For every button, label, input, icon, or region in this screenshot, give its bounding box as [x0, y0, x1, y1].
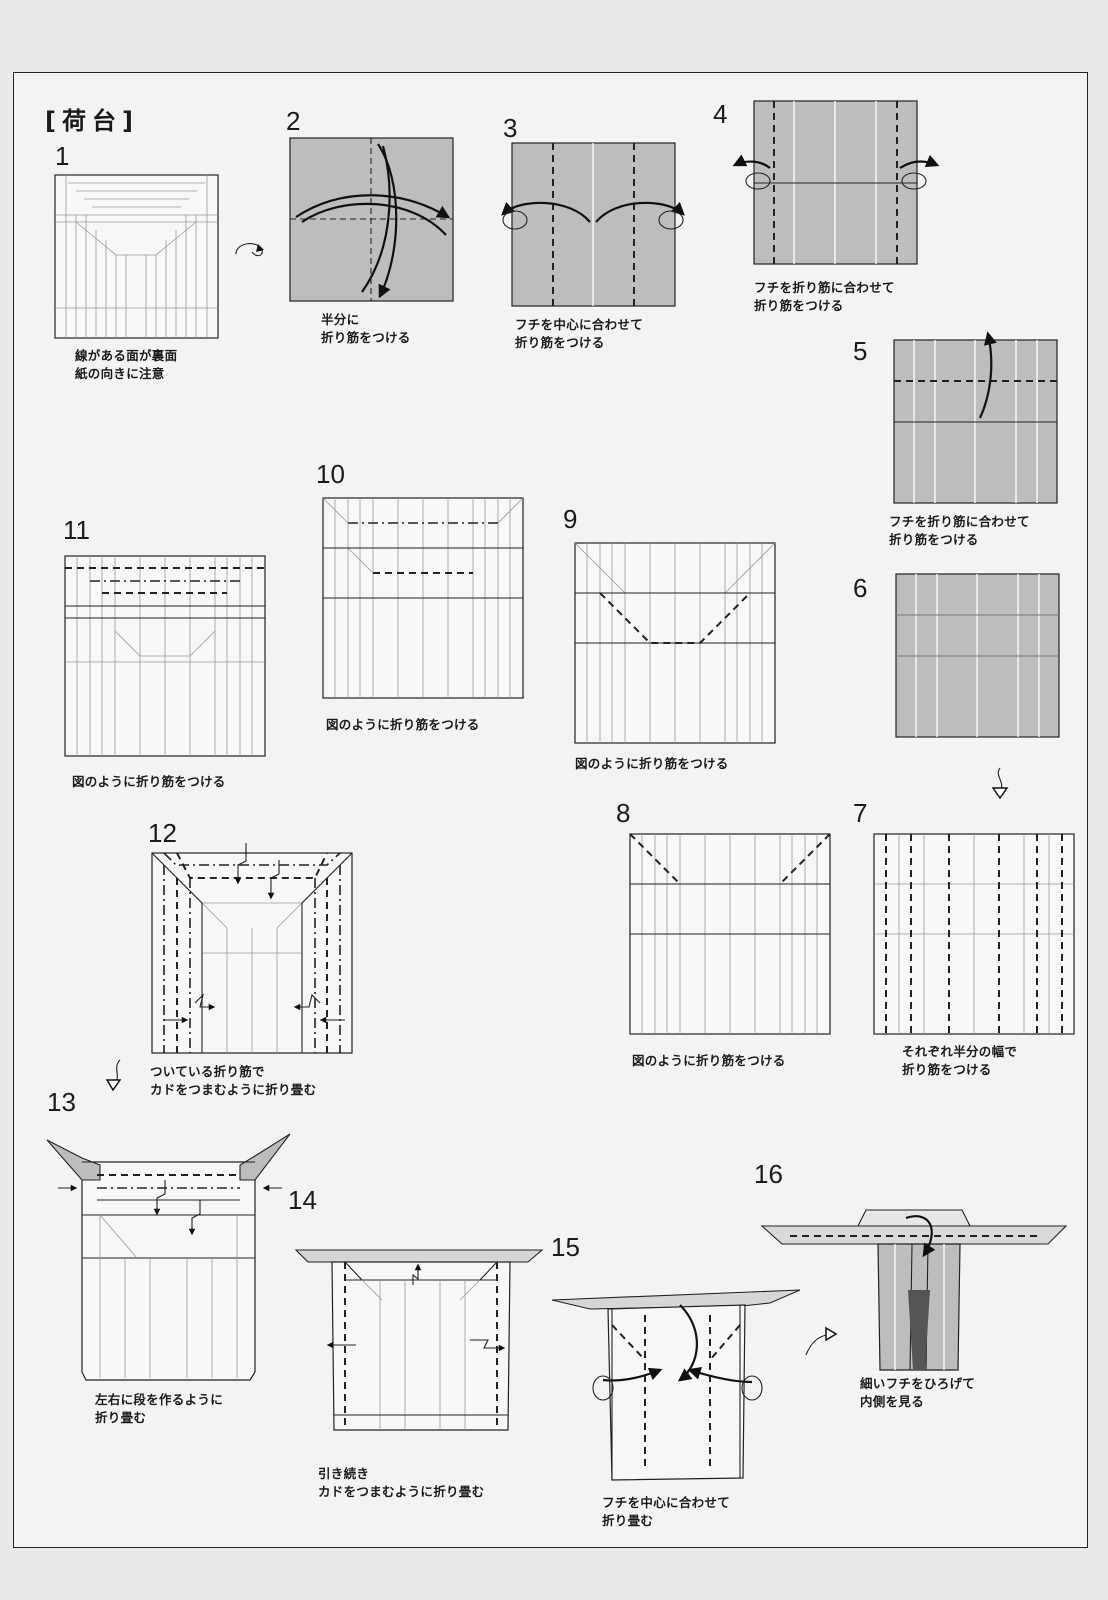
step11-paper [64, 555, 266, 757]
step8-paper [629, 833, 831, 1035]
step3-paper [501, 142, 685, 307]
step-caption: フチを中心に合わせて 折り畳む [602, 1495, 731, 1529]
step-caption: 引き続き カドをつまむように折り畳む [318, 1466, 485, 1500]
step-caption: 線がある面が裏面 紙の向きに注意 [75, 348, 178, 382]
step-number: 1 [55, 141, 70, 171]
step-number: 14 [288, 1185, 317, 1215]
flip-over-icon [235, 243, 264, 257]
step-number: 10 [316, 459, 345, 489]
step16-paper [760, 1209, 1068, 1371]
step-number: 5 [853, 336, 868, 366]
step-number: 16 [754, 1159, 783, 1189]
step14-paper [294, 1249, 544, 1431]
step-number: 12 [148, 818, 177, 848]
step-caption: 図のように折り筋をつける [72, 774, 226, 789]
step-caption: フチを折り筋に合わせて 折り筋をつける [889, 514, 1030, 548]
step5-paper [893, 331, 1058, 504]
step-number: 4 [713, 99, 728, 129]
step6-paper [895, 573, 1060, 738]
step-caption: フチを折り筋に合わせて 折り筋をつける [754, 280, 895, 314]
step4-paper [732, 100, 940, 265]
step15-paper [551, 1289, 801, 1481]
step-number: 3 [503, 113, 518, 143]
step-caption: 細いフチをひろげて 内側を見る [860, 1376, 976, 1410]
step-number: 15 [551, 1232, 580, 1262]
step-caption: フチを中心に合わせて 折り筋をつける [515, 317, 644, 351]
step12-paper [151, 843, 353, 1054]
step-number: 2 [286, 106, 301, 136]
fold-arrow-icon [805, 1326, 838, 1356]
step-number: 8 [616, 798, 631, 828]
step-caption: 半分に 折り筋をつける [321, 312, 411, 346]
step-caption: ついている折り筋で カドをつまむように折り畳む [150, 1064, 317, 1098]
next-step-arrow-icon [991, 767, 1009, 800]
step-caption: 図のように折り筋をつける [575, 756, 729, 771]
step-caption: 図のように折り筋をつける [326, 717, 480, 732]
step1-paper [54, 174, 219, 339]
step13-paper [46, 1133, 291, 1381]
step2-paper [289, 137, 454, 302]
step-caption: 図のように折り筋をつける [632, 1053, 786, 1068]
section-title: [荷台] [45, 107, 139, 135]
step10-paper [322, 497, 524, 699]
step7-paper [873, 833, 1075, 1035]
step9-paper [574, 542, 776, 744]
step-caption: 左右に段を作るように 折り畳む [95, 1392, 224, 1426]
step-caption: それぞれ半分の幅で 折り筋をつける [902, 1044, 1018, 1078]
step-number: 13 [47, 1087, 76, 1117]
next-step-arrow-icon [105, 1059, 122, 1092]
step-number: 7 [853, 798, 868, 828]
step-number: 9 [563, 504, 578, 534]
step-number: 11 [63, 515, 90, 545]
step-number: 6 [853, 573, 868, 603]
